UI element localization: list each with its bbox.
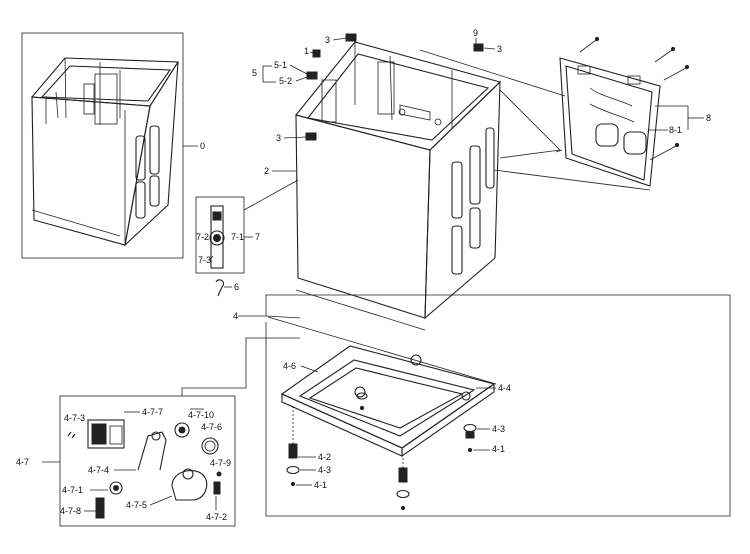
callout-4-7-5: 4-7-5 [126, 500, 147, 510]
callout-4-7-7: 4-7-7 [142, 407, 163, 417]
pump-motor [87, 419, 125, 449]
hose-assembly-frame [195, 196, 245, 274]
callout-4-7-3: 4-7-3 [64, 413, 85, 423]
callout-4-7-9: 4-7-9 [210, 458, 231, 468]
hose-tube [210, 205, 224, 269]
drain-pump-assembly-4-7: 4-7 4-7-7 4-7-3 4-7-4 4-7-10 4-7-6 4-7-5 [16, 337, 300, 527]
gear-4-7-10 [174, 422, 190, 438]
cabinet-top-inner [40, 65, 172, 102]
callout-4-7-10: 4-7-10 [188, 410, 214, 420]
callout-4-7-1: 4-7-1 [62, 485, 83, 495]
clip-6 [215, 279, 225, 297]
base-frame-4: 4 4 [233, 294, 731, 517]
callout-1: 1 [304, 46, 309, 56]
callout-7-3: 7-3 [198, 255, 211, 265]
callout-7: 7 [255, 232, 260, 242]
callout-4-7-4: 4-7-4 [88, 465, 109, 475]
callout-2: 2 [264, 166, 269, 176]
callout-3-top: 3 [325, 35, 330, 45]
top-callouts: 3 1 5-1 5-2 5 9 3 3 2 [252, 28, 502, 176]
connector-4-7-8 [95, 497, 105, 519]
callout-4-3-right: 4-3 [492, 424, 505, 434]
callout-4-7-6: 4-7-6 [201, 422, 222, 432]
bracket-3-top [345, 33, 357, 42]
callout-8-1: 8-1 [669, 125, 682, 135]
leveling-foot-4-2 [286, 406, 300, 487]
cabinet-right-panel [424, 80, 501, 320]
leveling-foot-right [396, 458, 410, 511]
callout-4-7-2: 4-7-2 [206, 512, 227, 522]
nut-1 [312, 49, 321, 58]
callout-7-2: 7-2 [196, 232, 209, 242]
callout-3-right: 3 [497, 44, 502, 54]
callout-6: 6 [234, 282, 239, 292]
callout-5-2: 5-2 [279, 76, 292, 86]
callout-9: 9 [473, 28, 478, 38]
cabinet-front-panel [295, 114, 431, 319]
callout-7-1: 7-1 [231, 232, 244, 242]
leveling-foot-4-3 [463, 423, 477, 453]
cap-4-7-1 [109, 481, 123, 495]
callout-3-left: 3 [276, 133, 281, 143]
callout-4-4: 4-4 [498, 383, 511, 393]
hose-assembly-7: 7-2 7-1 7 7-3 6 [195, 179, 299, 297]
foot-under-frame [356, 392, 368, 411]
callout-4: 4 [233, 311, 238, 321]
cabinet-assembly-frame [21, 32, 184, 259]
bracket-5-part [306, 71, 318, 80]
callout-5-1: 5-1 [274, 60, 287, 70]
cabinet-assembly-0: 0 [21, 32, 205, 259]
back-panel-outline [559, 57, 661, 187]
callout-0: 0 [200, 141, 205, 151]
pump-lever [137, 431, 167, 471]
filter-4-7-2 [213, 481, 221, 495]
ring-4-7-6 [201, 437, 219, 455]
callout-5: 5 [252, 68, 257, 78]
callout-4-7: 4-7 [16, 457, 29, 467]
callout-4-1-left: 4-1 [314, 480, 327, 490]
bracket-3-left [305, 132, 317, 141]
callout-4-1-right: 4-1 [492, 444, 505, 454]
callout-4-3-left: 4-3 [318, 465, 331, 475]
screw-4-7-3 [67, 431, 76, 439]
pump-assembly-frame [59, 395, 236, 527]
base-frame-inner [308, 367, 464, 429]
back-panel-8: 8-1 8 [419, 36, 711, 191]
base-frame-box [238, 294, 731, 517]
pump-housing [171, 470, 208, 501]
hose-clamp [209, 230, 225, 246]
callout-4-7-8: 4-7-8 [60, 506, 81, 516]
cabinet-body-2 [295, 33, 502, 331]
callout-8: 8 [706, 113, 711, 123]
cabinet-front-face [31, 96, 151, 246]
cabinet-side-face [124, 61, 179, 247]
callout-4-2: 4-2 [318, 452, 331, 462]
callout-4-6: 4-6 [283, 361, 296, 371]
bracket-3-right [473, 43, 484, 52]
